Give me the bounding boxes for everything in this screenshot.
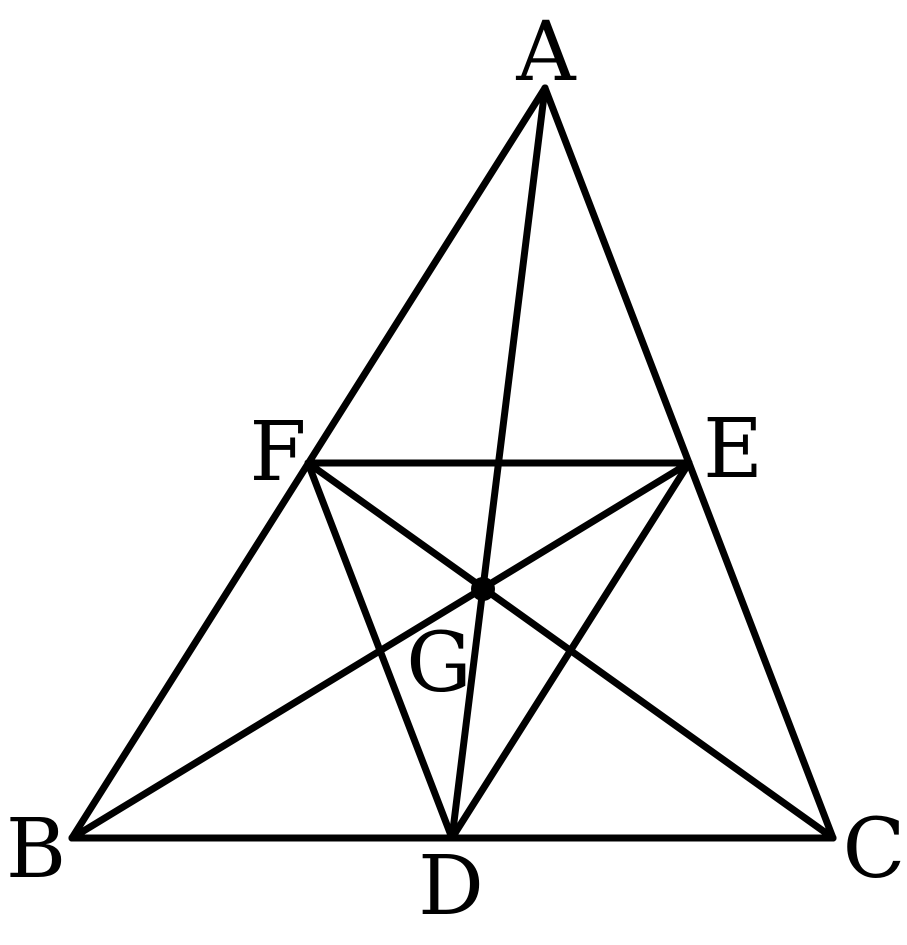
segment-CF — [304, 459, 837, 842]
segment-AD — [448, 84, 549, 842]
label-G: G — [406, 616, 472, 711]
centroid-point-G — [471, 577, 495, 601]
label-B: B — [6, 802, 66, 897]
label-F: F — [250, 405, 307, 500]
segments-layer — [68, 84, 837, 842]
label-C: C — [843, 802, 906, 897]
label-A: A — [515, 5, 577, 100]
segment-BE — [68, 459, 693, 842]
label-D: D — [418, 839, 484, 934]
label-E: E — [703, 402, 763, 497]
labels-layer: A B C D E F G — [6, 5, 906, 934]
